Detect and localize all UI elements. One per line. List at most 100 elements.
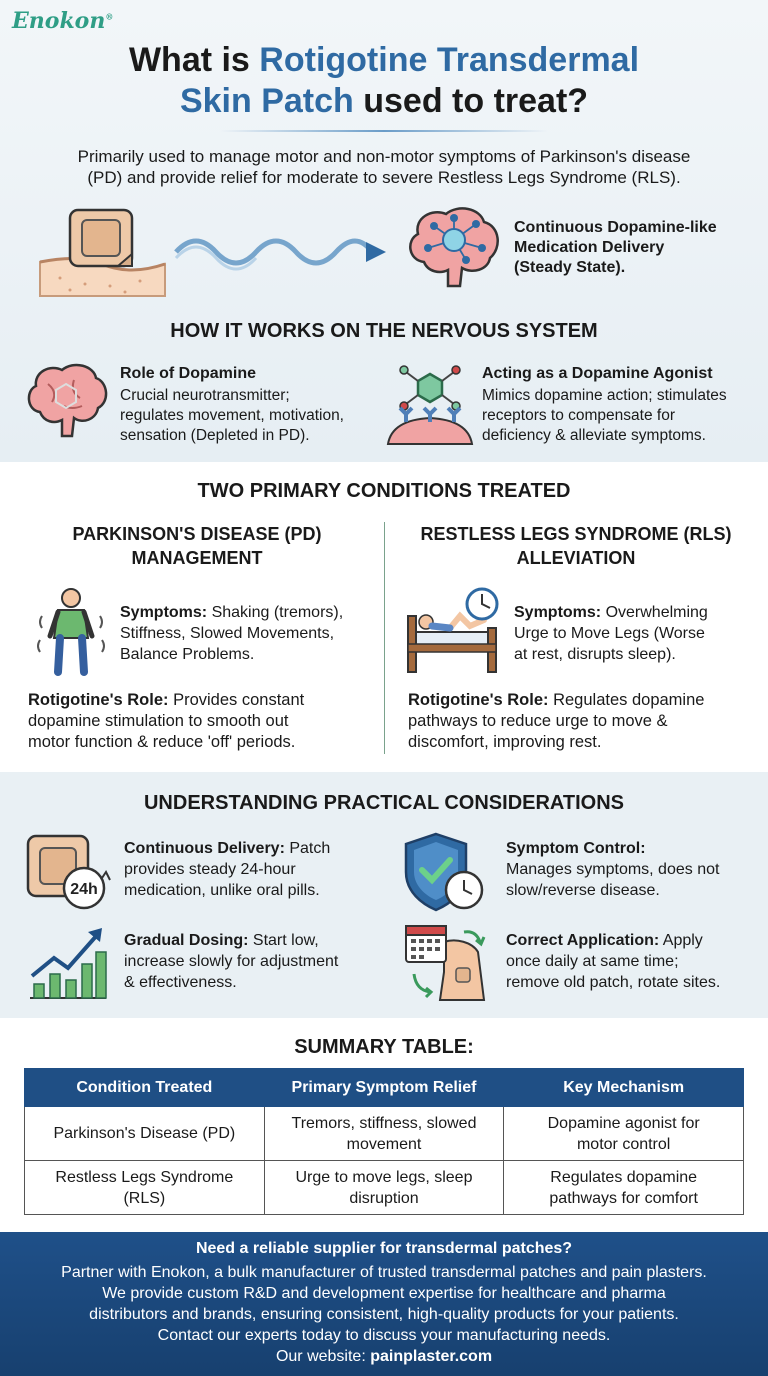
rls-role-line1: Regulates dopamine [548, 691, 705, 709]
conditions-heading: TWO PRIMARY CONDITIONS TREATED [197, 480, 571, 502]
continuous-line3: medication, unlike oral pills. [124, 882, 320, 899]
col-mechanism: Key Mechanism [503, 1068, 744, 1107]
table-cell: Parkinson's Disease (PD) [24, 1106, 265, 1161]
wave-arrow-icon [174, 238, 386, 271]
cell-line: motor control [576, 1135, 671, 1153]
website-link[interactable]: painplaster.com [370, 1348, 493, 1365]
intro-line1: Primarily used to manage motor and non-m… [77, 147, 691, 166]
table-row: Restless Legs Syndrome(RLS) Urge to move… [24, 1160, 744, 1215]
rls-symptoms-line3: at rest, disrupts sleep). [514, 646, 676, 663]
cell-line: movement [346, 1135, 422, 1153]
application-label: Correct Application: [506, 932, 660, 949]
brain-network-icon [409, 207, 499, 288]
footer-body: Partner with Enokon, a bulk manufacturer… [10, 1262, 758, 1367]
hero-section: Enokon® What is Rotigotine Transdermal S… [0, 0, 768, 462]
table-cell: Tremors, stiffness, slowed movement [263, 1106, 505, 1161]
patch-24h-icon: 24h [26, 834, 111, 910]
dopamine-line2: regulates movement, motivation, [120, 407, 344, 424]
table-cell: Restless Legs Syndrome(RLS) [24, 1160, 265, 1215]
col-symptom-relief: Primary Symptom Relief [263, 1068, 505, 1107]
agonist-line1: Mimics dopamine action; stimulates [482, 387, 727, 404]
delivery-caption: Continuous Dopamine-like Medication Deli… [514, 218, 754, 278]
pd-role-line2: dopamine stimulation to smooth out [28, 712, 289, 730]
footer-line4: Contact our experts today to discuss you… [157, 1327, 611, 1344]
title-highlight2: Skin Patch [179, 82, 354, 120]
pd-heading-line1: PARKINSON'S DISEASE (PD) [72, 524, 322, 544]
footer-headline: Need a reliable supplier for transdermal… [195, 1240, 573, 1257]
pd-role-line1: Provides constant [168, 691, 305, 709]
symptom-control-line1: Manages symptoms, does not [506, 861, 720, 878]
rls-symptoms-line1: Overwhelming [601, 604, 708, 621]
gradual-dosing-text: Gradual Dosing: Start low, increase slow… [124, 930, 338, 993]
correct-application-text: Correct Application: Apply once daily at… [506, 930, 720, 993]
agonist-text: Mimics dopamine action; stimulates recep… [482, 386, 727, 446]
growth-chart-icon [30, 928, 107, 999]
cell-line: Tremors, stiffness, slowed [291, 1114, 477, 1132]
cell-line: pathways for comfort [549, 1189, 698, 1207]
agonist-line2: receptors to compensate for [482, 407, 675, 424]
rls-heading-line1: RESTLESS LEGS SYNDROME (RLS) [420, 524, 732, 544]
footer-line2: We provide custom R&D and development ex… [102, 1285, 666, 1302]
pd-symptoms-line3: Balance Problems. [120, 646, 255, 663]
rls-symptoms-label: Symptoms: [514, 604, 602, 621]
website-label: Our website: [275, 1348, 371, 1365]
table-row: Parkinson's Disease (PD) Tremors, stiffn… [24, 1106, 744, 1161]
summary-heading: SUMMARY TABLE: [294, 1036, 474, 1058]
conditions-section: TWO PRIMARY CONDITIONS TREATED PARKINSON… [0, 462, 768, 772]
footer-cta: Need a reliable supplier for transdermal… [0, 1232, 768, 1376]
column-divider [384, 522, 385, 754]
title-part2: used to treat? [353, 82, 589, 120]
logo-mark: ® [105, 11, 114, 22]
logo-text: Enokon [12, 8, 106, 34]
rls-heading-line2: ALLEVIATION [516, 548, 636, 568]
application-line2: once daily at same time; [506, 953, 679, 970]
application-line3: remove old patch, rotate sites. [506, 974, 721, 991]
title-divider [220, 130, 548, 132]
dosing-line1: Start low, [248, 932, 319, 949]
cell-line: Restless Legs Syndrome [55, 1168, 234, 1186]
delivery-line3: (Steady State). [514, 259, 626, 276]
pd-heading-line2: MANAGEMENT [131, 548, 263, 568]
continuous-label: Continuous Delivery: [124, 840, 285, 857]
col-condition: Condition Treated [24, 1068, 265, 1107]
trembling-person-icon [37, 588, 105, 676]
pd-symptoms-line1: Shaking (tremors), [207, 604, 344, 621]
table-header-row: Condition Treated Primary Symptom Relief… [24, 1068, 744, 1107]
table-cell: Urge to move legs, sleep disruption [263, 1160, 505, 1215]
pd-role-label: Rotigotine's Role: [28, 691, 169, 709]
pd-role-line3: motor function & reduce 'off' periods. [28, 733, 296, 751]
cell-line: disruption [349, 1189, 419, 1207]
dopamine-role-text: Crucial neurotransmitter; regulates move… [120, 386, 344, 446]
delivery-line2: Medication Delivery [514, 239, 665, 256]
enokon-logo[interactable]: Enokon® [12, 8, 113, 34]
table-cell: Regulates dopamine pathways for comfort [503, 1160, 744, 1215]
rls-symptoms-line2: Urge to Move Legs (Worse [514, 625, 705, 642]
agonist-line3: deficiency & alleviate symptoms. [482, 427, 706, 444]
molecule-receptor-icon [386, 365, 474, 445]
nervous-system-heading: HOW IT WORKS ON THE NERVOUS SYSTEM [170, 320, 598, 342]
continuous-line2: provides steady 24-hour [124, 861, 296, 878]
rls-role-label: Rotigotine's Role: [408, 691, 549, 709]
brain-icon [27, 363, 108, 438]
practical-heading: UNDERSTANDING PRACTICAL CONSIDERATIONS [143, 792, 624, 814]
summary-section: SUMMARY TABLE: Condition Treated Primary… [0, 1018, 768, 1232]
intro-text: Primarily used to manage motor and non-m… [20, 146, 748, 188]
title-highlight1: Rotigotine Transdermal [259, 41, 640, 79]
rls-heading: RESTLESS LEGS SYNDROME (RLS) ALLEVIATION [394, 522, 758, 570]
cell-line: Regulates dopamine [550, 1168, 698, 1186]
continuous-delivery-text: Continuous Delivery: Patch provides stea… [124, 838, 330, 901]
dopamine-line3: sensation (Depleted in PD). [120, 427, 310, 444]
rls-symptoms: Symptoms: Overwhelming Urge to Move Legs… [514, 602, 708, 665]
restless-bed-clock-icon [407, 587, 499, 673]
calendar-body-icon [405, 925, 486, 1001]
rls-role-line3: discomfort, improving rest. [408, 733, 602, 751]
page-title: What is Rotigotine Transdermal Skin Patc… [0, 40, 768, 122]
dopamine-role-title: Role of Dopamine [120, 365, 257, 382]
cell-line: Urge to move legs, sleep [295, 1168, 473, 1186]
cell-line: Dopamine agonist for [547, 1114, 700, 1132]
dopamine-line1: Crucial neurotransmitter; [120, 387, 290, 404]
application-line1: Apply [659, 932, 703, 949]
table-cell: Dopamine agonist for motor control [503, 1106, 744, 1161]
footer-line1: Partner with Enokon, a bulk manufacturer… [61, 1264, 707, 1281]
cell-line: Parkinson's Disease (PD) [53, 1125, 236, 1142]
